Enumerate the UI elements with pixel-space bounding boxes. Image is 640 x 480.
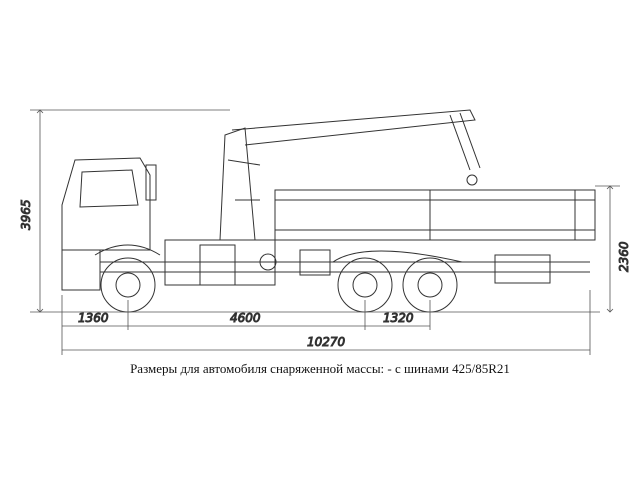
wheel-arches bbox=[94, 244, 463, 263]
dim-rear-axle-spacing: 1320 bbox=[383, 311, 414, 325]
dim-overall-length: 10270 bbox=[307, 335, 346, 349]
dim-overall-height: 3965 bbox=[19, 199, 33, 230]
caption: Размеры для автомобиля снаряженной массы… bbox=[130, 361, 510, 376]
dim-wheelbase: 4600 bbox=[230, 311, 261, 325]
crane bbox=[219, 109, 481, 241]
cargo-platform bbox=[274, 189, 596, 284]
cab bbox=[61, 157, 157, 291]
chassis bbox=[100, 239, 590, 286]
dimension-lines bbox=[30, 109, 620, 355]
dim-front-overhang: 1360 bbox=[78, 311, 109, 325]
dim-platform-height: 2360 bbox=[617, 241, 631, 272]
